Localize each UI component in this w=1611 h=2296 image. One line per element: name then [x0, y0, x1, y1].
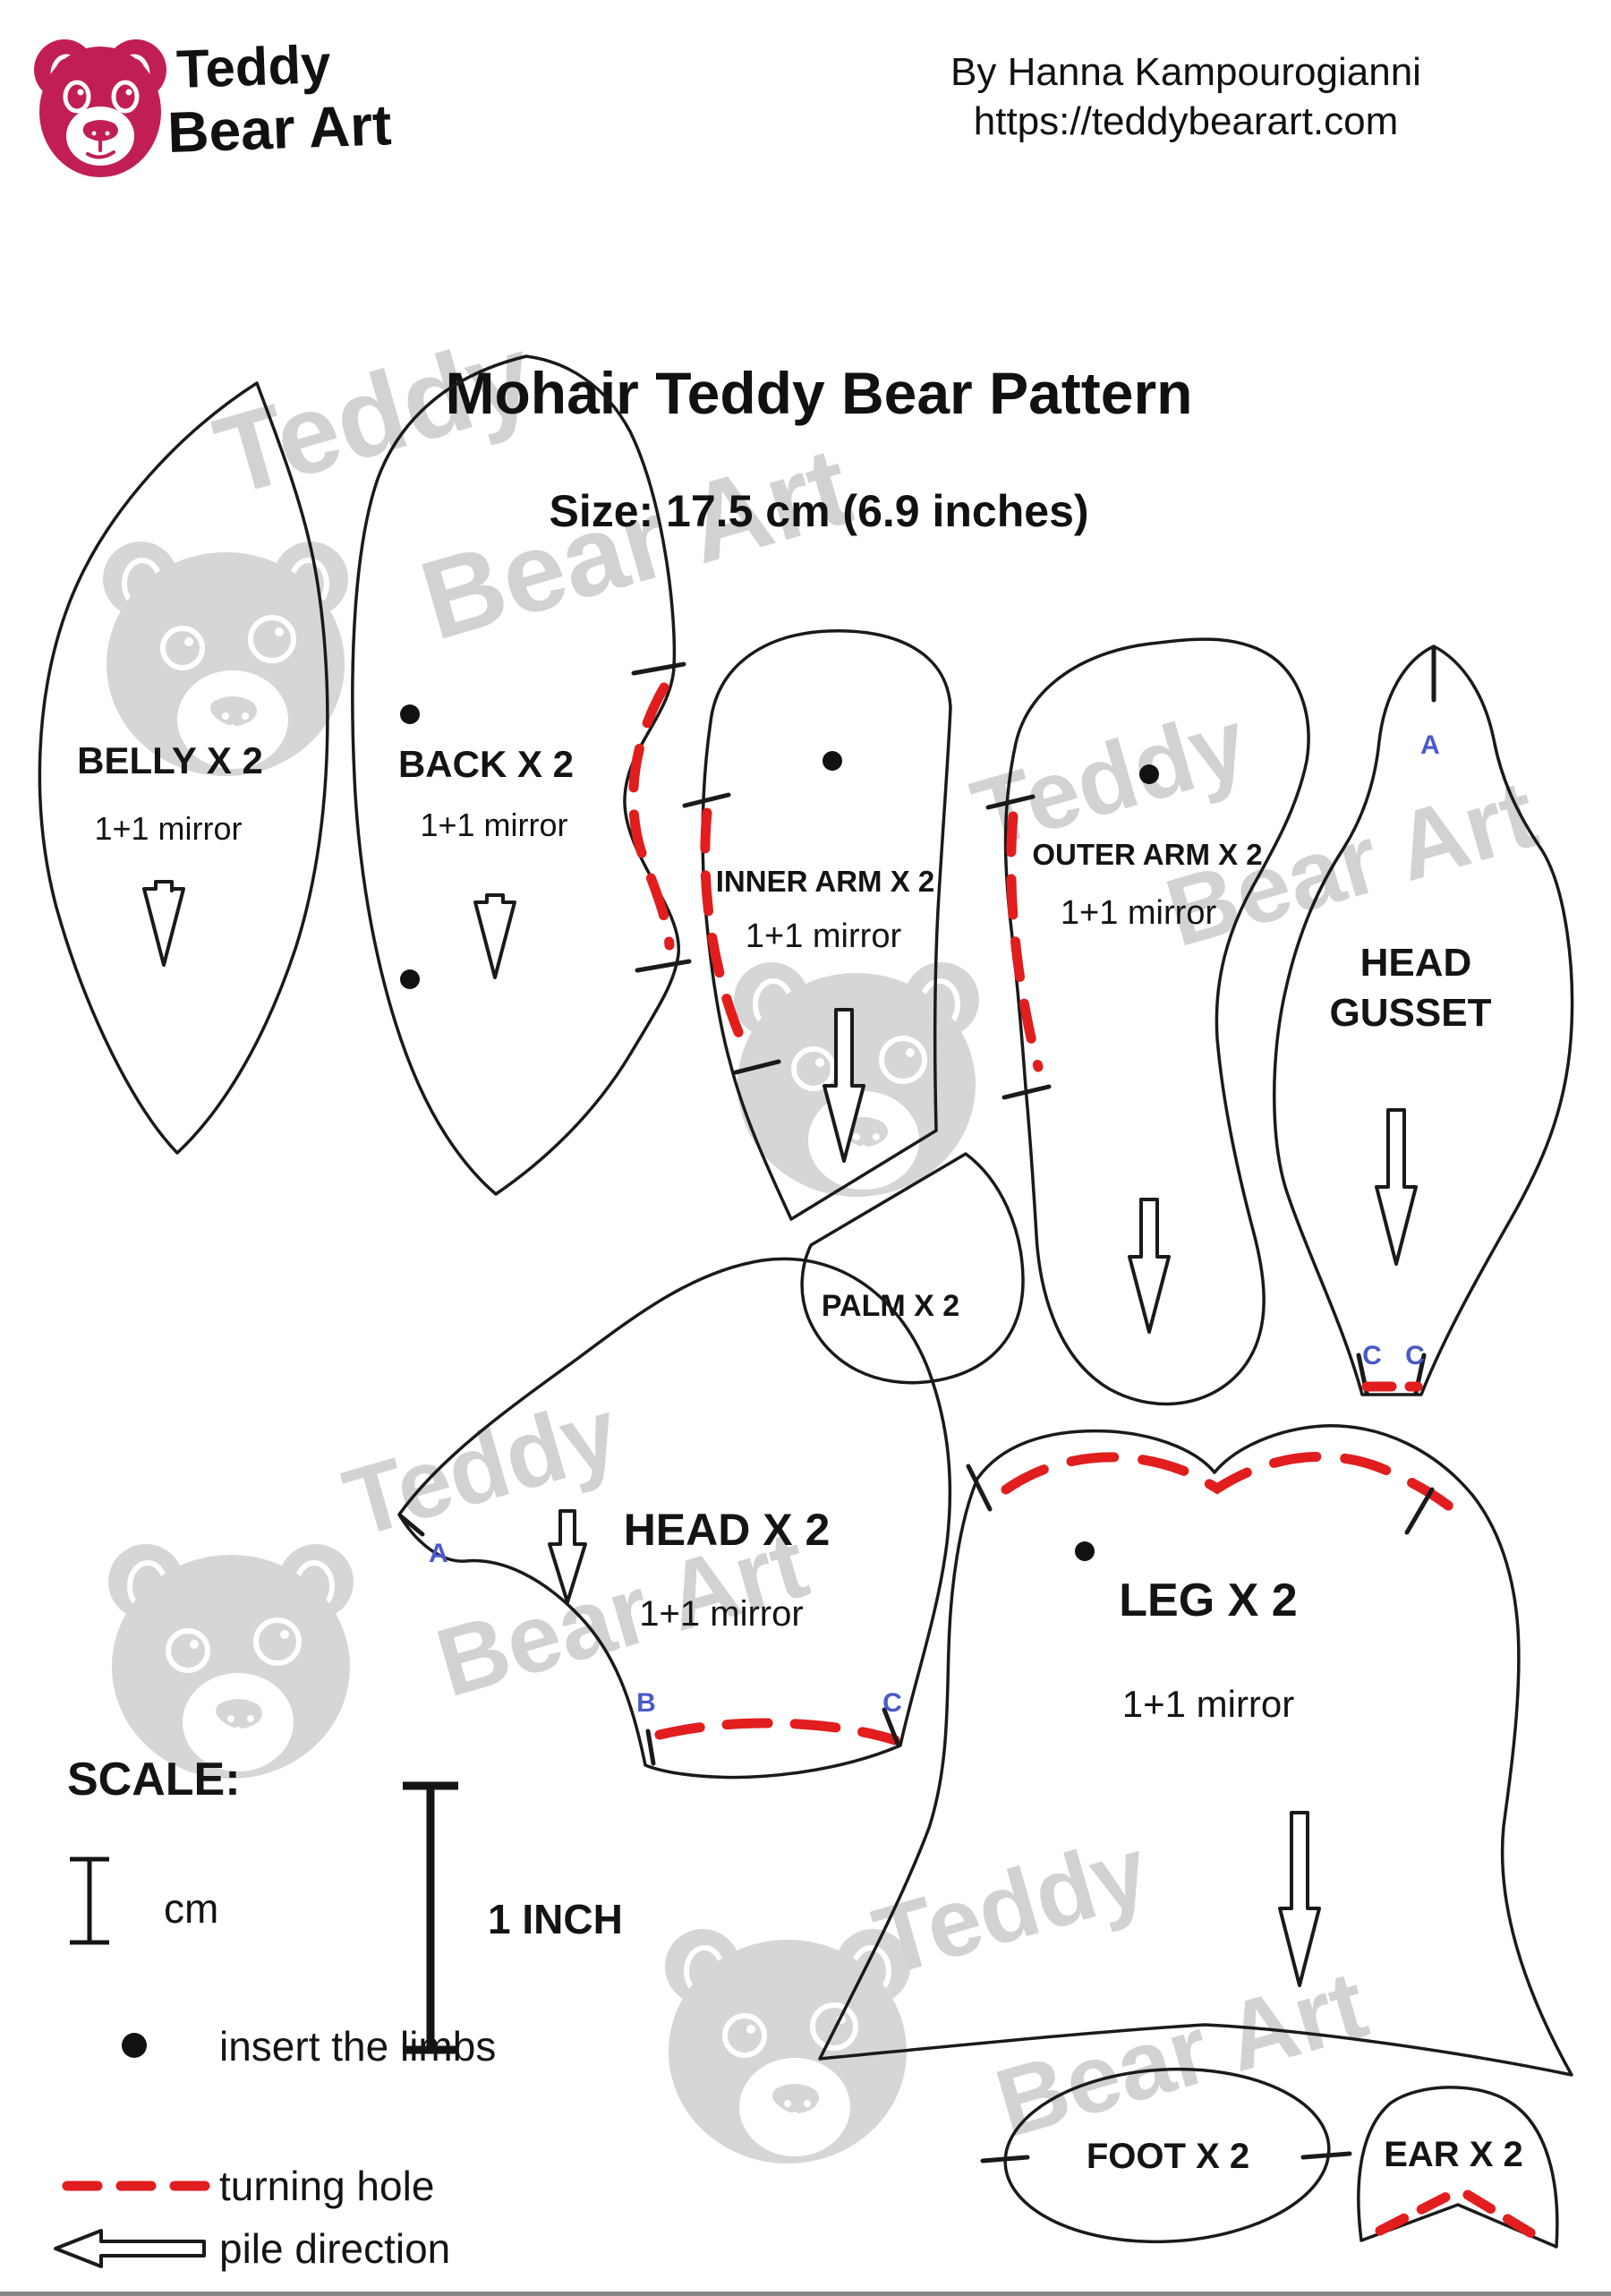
legend-dot-symbol	[122, 2033, 147, 2058]
piece-foot: FOOT X 2	[980, 2067, 1352, 2244]
piece-outer-arm: OUTER ARM X 2 1+1 mirror	[985, 637, 1310, 1406]
marker-letter-a: A	[429, 1539, 448, 1568]
back-note: 1+1 mirror	[420, 807, 567, 843]
head-b-tick	[645, 1728, 656, 1766]
back-notch-tick	[635, 959, 692, 973]
page-title: Mohair Teddy Bear Pattern	[446, 360, 1193, 426]
ear-outline	[1357, 2086, 1559, 2249]
head-note: 1+1 mirror	[639, 1594, 803, 1634]
inner-arm-note: 1+1 mirror	[746, 918, 902, 955]
piece-belly: BELLY X 2 1+1 mirror	[38, 381, 329, 1155]
marker-letter-c: C	[1405, 1341, 1425, 1370]
logo-text-line2: Bear Art	[166, 92, 393, 165]
legend-turning-hole: turning hole	[219, 2163, 434, 2209]
pile-direction-arrow	[1278, 1811, 1321, 1987]
cm-ruler	[70, 1856, 109, 1945]
foot-label: FOOT X 2	[1087, 2137, 1249, 2176]
marker-letter-c: C	[1362, 1341, 1382, 1370]
inner-arm-notch-tick	[682, 792, 731, 808]
inner-arm-notch-tick	[733, 1059, 781, 1075]
logo-bear-icon	[34, 39, 166, 177]
watermark-text: Bear Art	[984, 1950, 1377, 2158]
inner-arm-outline	[701, 629, 952, 1221]
outer-arm-turning-hole	[1006, 811, 1044, 1072]
head-label: HEAD X 2	[624, 1505, 831, 1555]
logo: Teddy Bear Art	[34, 34, 392, 177]
piece-inner-arm: INNER ARM X 2 1+1 mirror	[682, 629, 952, 1221]
leg-outline	[818, 1424, 1573, 2077]
head-turning-hole	[654, 1718, 900, 1745]
belly-note: 1+1 mirror	[94, 810, 242, 847]
watermark-text: Teddy	[333, 1377, 629, 1558]
scale-heading: SCALE:	[67, 1754, 241, 1805]
outer-arm-notch-tick	[1002, 1084, 1052, 1100]
piece-head-gusset: A C C HEAD GUSSET	[1273, 644, 1574, 1396]
marker-letter-a: A	[1420, 730, 1440, 760]
head-outline	[397, 1257, 952, 1780]
pile-direction-arrow	[1375, 1108, 1418, 1266]
foot-side-tick	[1300, 2151, 1352, 2160]
pile-direction-arrow	[473, 893, 516, 979]
limb-insert-dot	[1075, 1541, 1095, 1561]
belly-outline	[38, 381, 329, 1155]
head-gusset-outline	[1273, 644, 1574, 1396]
leg-notch-tick	[1404, 1487, 1435, 1535]
back-label: BACK X 2	[398, 743, 574, 785]
inner-arm-turning-hole	[700, 807, 754, 1060]
inch-label: 1 INCH	[488, 1896, 623, 1942]
back-outline	[351, 354, 680, 1196]
outer-arm-note: 1+1 mirror	[1061, 894, 1217, 932]
leg-label: LEG X 2	[1119, 1575, 1297, 1626]
leg-note: 1+1 mirror	[1122, 1683, 1295, 1725]
ear-turning-hole	[1375, 2189, 1541, 2241]
watermark-bear-face	[108, 1544, 354, 1779]
foot-outline	[1003, 2067, 1331, 2244]
piece-head: A B C HEAD X 2 1+1 mirror	[397, 1257, 952, 1780]
head-gusset-label-line1: HEAD	[1360, 941, 1472, 985]
author-byline: By Hanna Kampourogianni	[950, 50, 1421, 94]
foot-side-tick	[980, 2155, 1030, 2164]
page-subtitle: Size: 17.5 cm (6.9 inches)	[549, 486, 1088, 536]
head-c-tick	[882, 1707, 900, 1746]
limb-insert-dot	[400, 969, 420, 989]
legend-pile-direction: pile direction	[219, 2225, 450, 2272]
head-gusset-label-line2: GUSSET	[1330, 991, 1492, 1035]
site-url: https://teddybearart.com	[974, 99, 1398, 143]
watermark-bear-face	[734, 962, 979, 1197]
scale-block: SCALE: cm 1 INCH	[67, 1754, 623, 2054]
limb-insert-dot	[1139, 764, 1159, 784]
outer-arm-notch-tick	[985, 794, 1036, 810]
limb-insert-dot	[823, 751, 842, 771]
inner-arm-label: INNER ARM X 2	[716, 865, 934, 898]
leg-turning-hole	[1001, 1451, 1470, 1524]
back-turning-hole	[628, 682, 675, 951]
ear-label: EAR X 2	[1384, 2135, 1523, 2174]
belly-label: BELLY X 2	[77, 739, 263, 781]
pile-direction-arrow	[548, 1509, 587, 1604]
piece-leg: LEG X 2 1+1 mirror	[818, 1424, 1573, 2077]
inch-ruler	[403, 1781, 458, 2054]
legend-insert-limbs: insert the limbs	[219, 2023, 496, 2070]
legend: insert the limbs turning hole pile direc…	[54, 2023, 496, 2272]
pile-direction-arrow	[1128, 1198, 1171, 1334]
logo-text-line1: Teddy	[175, 34, 332, 99]
watermark-text: Bear Art	[408, 423, 863, 663]
legend-pile-direction-symbol	[54, 2229, 206, 2268]
marker-letter-c: C	[882, 1688, 902, 1718]
watermark-text: Teddy	[863, 1815, 1159, 1996]
leg-notch-tick	[966, 1464, 993, 1512]
outer-arm-label: OUTER ARM X 2	[1032, 838, 1262, 871]
piece-ear: EAR X 2	[1357, 2086, 1559, 2249]
watermark-bear-face	[665, 1929, 910, 2164]
piece-back: BACK X 2 1+1 mirror	[351, 354, 692, 1196]
head-a-tick	[398, 1514, 425, 1537]
marker-letter-b: B	[636, 1688, 656, 1718]
pile-direction-arrow	[823, 1008, 865, 1163]
cm-label: cm	[164, 1885, 218, 1932]
back-notch-tick	[631, 661, 686, 676]
pile-direction-arrow	[142, 880, 185, 967]
limb-insert-dot	[400, 704, 420, 724]
palm-outline	[800, 1152, 1025, 1385]
